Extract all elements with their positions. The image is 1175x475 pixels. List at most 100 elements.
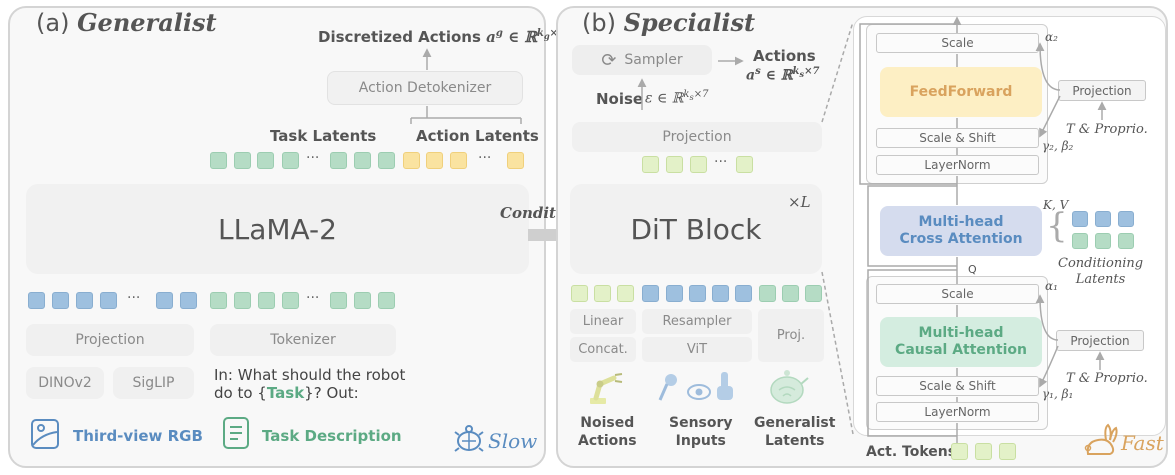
projection-bottom: Projection [1056,330,1144,351]
gamma2-beta2-label: γ₂, β₂ [1042,139,1074,153]
alpha1-label: α₁ [1045,279,1058,293]
conditioning-latent-token [1118,233,1134,249]
noised-action-token [571,285,588,302]
layernorm-top: LayerNorm [876,155,1039,175]
refresh-icon: ⟳ [601,49,617,71]
task-latent-token [210,152,227,169]
image-token [52,292,69,309]
task-latent-token [282,152,299,169]
task-latent-token [330,152,347,169]
action-latent-token [403,152,420,169]
ellipsis: ··· [306,290,320,306]
act-token [975,443,992,460]
tokenizer: Tokenizer [210,324,396,356]
llama-block: LLaMA-2 [26,184,529,274]
generalist-projection: Projection [26,324,194,356]
conditioning-latent-token [1095,211,1111,227]
image-token [76,292,93,309]
sensory-token [735,285,752,302]
image-token [28,292,45,309]
third-view-rgb-label: Third-view RGB [73,427,203,445]
sensory-icons [658,372,733,401]
generalist-latent-token [759,285,776,302]
noise-label: Noise [596,90,644,108]
t-proprio-bottom: T & Proprio. [1066,371,1148,386]
discretized-actions-label: Discretized Actions ag ∈ ℝkg×7 [318,28,565,46]
ellipsis: ··· [478,150,492,166]
action-latent-token [426,152,443,169]
generalist-latents-icon [770,370,809,404]
actions-math: as ∈ ℝks×7 [746,66,820,84]
sensory-token [689,285,706,302]
rabbit-icon [1084,423,1118,455]
generalist-title: (a) Generalist [36,8,217,37]
action-latent-token [450,152,467,169]
action-latents-label: Action Latents [416,127,539,145]
task-latent-token [354,152,371,169]
task-latents-label: Task Latents [270,127,377,145]
conditioning-latent-token [1072,233,1088,249]
linear-box: Linear [570,309,636,334]
latent-token [736,156,753,173]
specialist-title: (b) Specialist [582,8,756,37]
slow-label: Slow [488,429,538,453]
action-latent-token [507,152,524,169]
text-token [378,292,395,309]
ellipsis: ··· [714,154,728,170]
text-token [258,292,275,309]
task-latent-token [378,152,395,169]
text-token [354,292,371,309]
image-token [100,292,117,309]
actions-label: Actions [753,47,816,65]
scale-bottom: Scale [876,284,1039,304]
scale-top: Scale [876,33,1039,53]
generalist-latent-token [805,285,822,302]
dinov2: DINOv2 [26,367,104,399]
noised-action-token [594,285,611,302]
scale-shift-top: Scale & Shift [876,128,1039,148]
robot-arm-icon [590,373,623,404]
noise-math: ε ∈ ℝks×7 [645,89,709,107]
conditioning-latent-token [1072,211,1088,227]
kv-label: K, V [1043,198,1069,212]
generalist-latent-token [782,285,799,302]
text-token [282,292,299,309]
document-icon [223,417,249,449]
task-latent-token [234,152,251,169]
task-description-label: Task Description [262,427,402,445]
conditioning-latent-token [1118,211,1134,227]
vit-box: ViT [642,337,752,362]
projection-top: Projection [1058,80,1146,101]
sensory-token [642,285,659,302]
sensory-token [712,285,729,302]
latent-token [642,156,659,173]
ellipsis: ··· [127,290,141,306]
alpha2-label: α₂ [1045,30,1058,44]
text-token [210,292,227,309]
concat-box: Concat. [570,337,636,362]
layernorm-bottom: LayerNorm [876,402,1039,422]
image-token [180,292,197,309]
turtle-icon [454,425,484,452]
act-token [999,443,1016,460]
task-latent-token [257,152,274,169]
text-token [330,292,347,309]
fast-label: Fast [1121,431,1164,455]
resampler-box: Resampler [642,309,752,334]
image-icon [31,419,59,449]
ellipsis: ··· [306,150,320,166]
repeat-label: ×L [788,193,811,211]
conditioning-latent-token [1095,233,1111,249]
latent-token [666,156,683,173]
feedforward-box: FeedForward [880,67,1042,117]
dit-block: DiT Block [570,184,822,274]
sampler: ⟳ Sampler [572,45,712,75]
noised-action-token [617,285,634,302]
specialist-projection: Projection [572,122,822,152]
